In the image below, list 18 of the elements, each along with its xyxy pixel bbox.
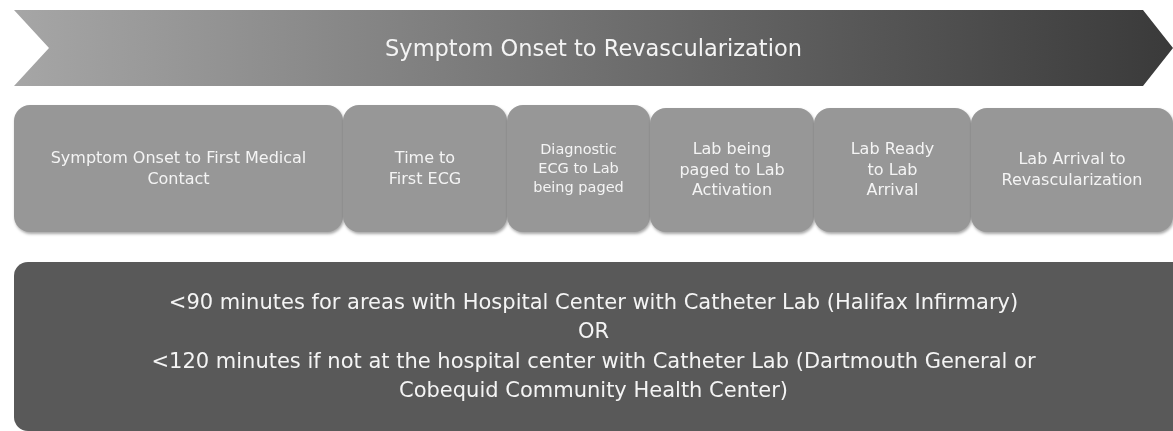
label-text: Lab being paged to Lab Activation (678, 138, 786, 202)
process-box (14, 105, 343, 232)
process-box (507, 105, 650, 232)
label-text: Time to First ECG (387, 147, 463, 190)
label-text: <120 minutes if not at the hospital center with Catheter Lab (Dartmouth General or Cobequid Community Health Center) (150, 347, 1037, 404)
label-text: Symptom Onset to Revascularization (385, 35, 802, 61)
process-box (971, 108, 1173, 232)
process-box (343, 105, 507, 232)
label-text: Symptom Onset to First Medical Contact (49, 147, 308, 190)
label-text: <90 minutes for areas with Hospital Center with Catheter Lab (Halifax Infirmary) (168, 288, 1019, 316)
chevron-banner (14, 10, 1173, 86)
label-text: Lab Arrival to Revascularization (1000, 149, 1144, 191)
label-text: OR (577, 318, 610, 346)
process-box (814, 108, 971, 232)
process-box (650, 108, 814, 232)
target-banner (14, 262, 1173, 431)
label-text: Diagnostic ECG to Lab being paged (532, 140, 625, 197)
label-text: Lab Ready to Lab Arrival (849, 138, 936, 202)
